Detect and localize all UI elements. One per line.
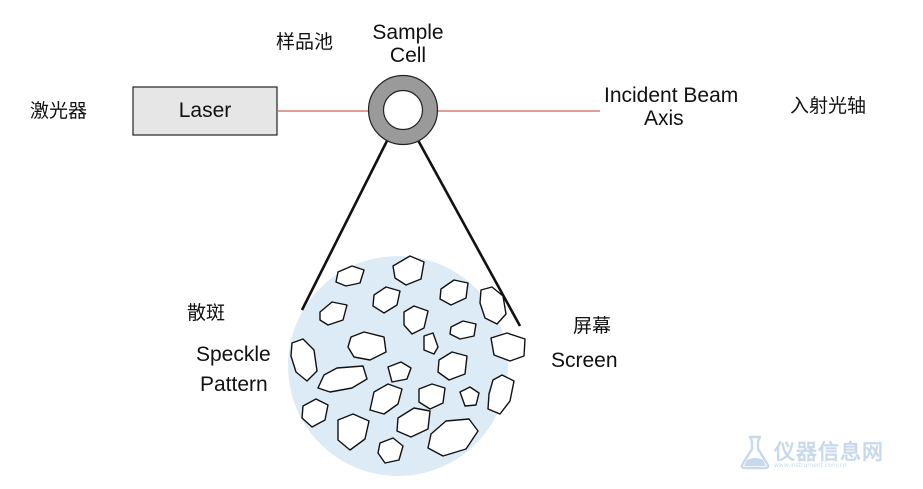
speckle-19 bbox=[459, 386, 480, 407]
speckle-3 bbox=[439, 279, 469, 306]
sample-cell-ring bbox=[368, 75, 438, 145]
speckle-24 bbox=[427, 418, 479, 457]
speckle-22 bbox=[396, 407, 431, 438]
beam-axis-label-cn: 入射光轴 bbox=[790, 95, 867, 117]
speckle-17 bbox=[369, 383, 403, 415]
flask-drop-logo-icon bbox=[740, 435, 770, 470]
laser-label-en: Laser bbox=[178, 99, 232, 122]
speckle-6 bbox=[479, 286, 507, 325]
sample-cell-outer-edge bbox=[367, 74, 439, 146]
sample-cell-inner-edge bbox=[382, 89, 424, 131]
speckle-8 bbox=[449, 320, 477, 340]
screen-label-cn: 屏幕 bbox=[573, 315, 612, 337]
speckle-16 bbox=[487, 374, 515, 415]
speckle-4 bbox=[372, 286, 401, 314]
sample-cell-label-en-2: Cell bbox=[389, 44, 427, 67]
watermark: 仪器信息网 www.instrument.com.cn bbox=[738, 434, 913, 474]
speckle-21 bbox=[337, 413, 370, 451]
speckle-2 bbox=[392, 255, 425, 286]
speckle-20 bbox=[301, 398, 329, 428]
laser-box bbox=[132, 86, 278, 136]
speckle-label-cn: 散斑 bbox=[187, 302, 226, 324]
speckle-1 bbox=[335, 265, 365, 287]
speckle-18 bbox=[418, 383, 446, 410]
sample-cell-label-en-1: Sample bbox=[372, 21, 444, 44]
screen-label-en: Screen bbox=[551, 349, 618, 372]
speckle-10 bbox=[423, 332, 439, 355]
speckle-label-en-1: Speckle bbox=[196, 343, 271, 366]
sample-cell-label-cn: 样品池 bbox=[276, 31, 334, 53]
watermark-subtext: www.instrument.com.cn bbox=[774, 462, 847, 469]
cone-right-line bbox=[400, 110, 522, 327]
laser-label-cn: 激光器 bbox=[30, 100, 88, 122]
speckle-5 bbox=[319, 301, 348, 326]
speckle-23 bbox=[377, 437, 404, 464]
cone-left-line bbox=[300, 110, 404, 311]
speckle-label-en-2: Pattern bbox=[200, 373, 268, 396]
speckle-13 bbox=[437, 351, 468, 381]
speckle-group bbox=[290, 255, 526, 464]
speckle-14 bbox=[387, 361, 412, 383]
beam-axis-label-en-2: Axis bbox=[644, 107, 684, 130]
watermark-text: 仪器信息网 bbox=[774, 440, 884, 464]
speckle-12 bbox=[490, 332, 526, 362]
speckle-7 bbox=[403, 305, 429, 335]
beam-axis-label-en-1: Incident Beam bbox=[604, 84, 739, 107]
speckle-9 bbox=[347, 331, 387, 361]
speckle-11 bbox=[290, 338, 318, 382]
speckle-15 bbox=[317, 365, 368, 393]
